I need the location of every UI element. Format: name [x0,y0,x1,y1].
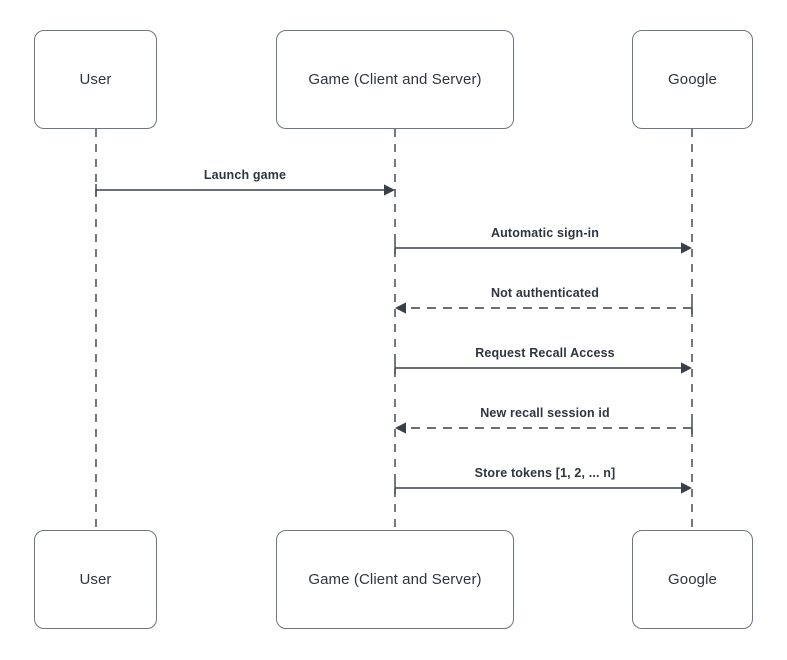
participant-box-game-bottom[interactable]: Game (Client and Server) [276,530,514,629]
arrowhead-2 [681,242,692,254]
participant-label-google-top: Google [668,70,717,88]
arrowhead-6 [681,482,692,494]
participant-box-user-bottom[interactable]: User [34,530,157,629]
participant-label-google-bottom: Google [668,570,717,588]
arrowhead-1 [384,184,395,196]
participant-box-google-bottom[interactable]: Google [632,530,753,629]
message-label-new-recall-session-id: New recall session id [480,406,610,420]
arrowhead-4 [681,362,692,374]
message-label-automatic-sign-in: Automatic sign-in [490,226,600,240]
participant-label-user-bottom: User [79,570,112,588]
participant-box-user-top[interactable]: User [34,30,157,129]
message-label-request-recall-access: Request Recall Access [475,346,615,360]
participant-box-game-top[interactable]: Game (Client and Server) [276,30,514,129]
arrowhead-3 [395,302,406,314]
arrowhead-5 [395,422,406,434]
participant-label-game-bottom: Game (Client and Server) [308,570,482,588]
messages-group [95,184,693,494]
message-label-launch-game: Launch game [203,168,287,182]
participant-box-google-top[interactable]: Google [632,30,753,129]
message-label-not-authenticated: Not authenticated [490,286,600,300]
participant-label-game-top: Game (Client and Server) [308,70,482,88]
message-label-store-tokens: Store tokens [1, 2, ... n] [474,466,616,480]
participant-label-user-top: User [79,70,112,88]
